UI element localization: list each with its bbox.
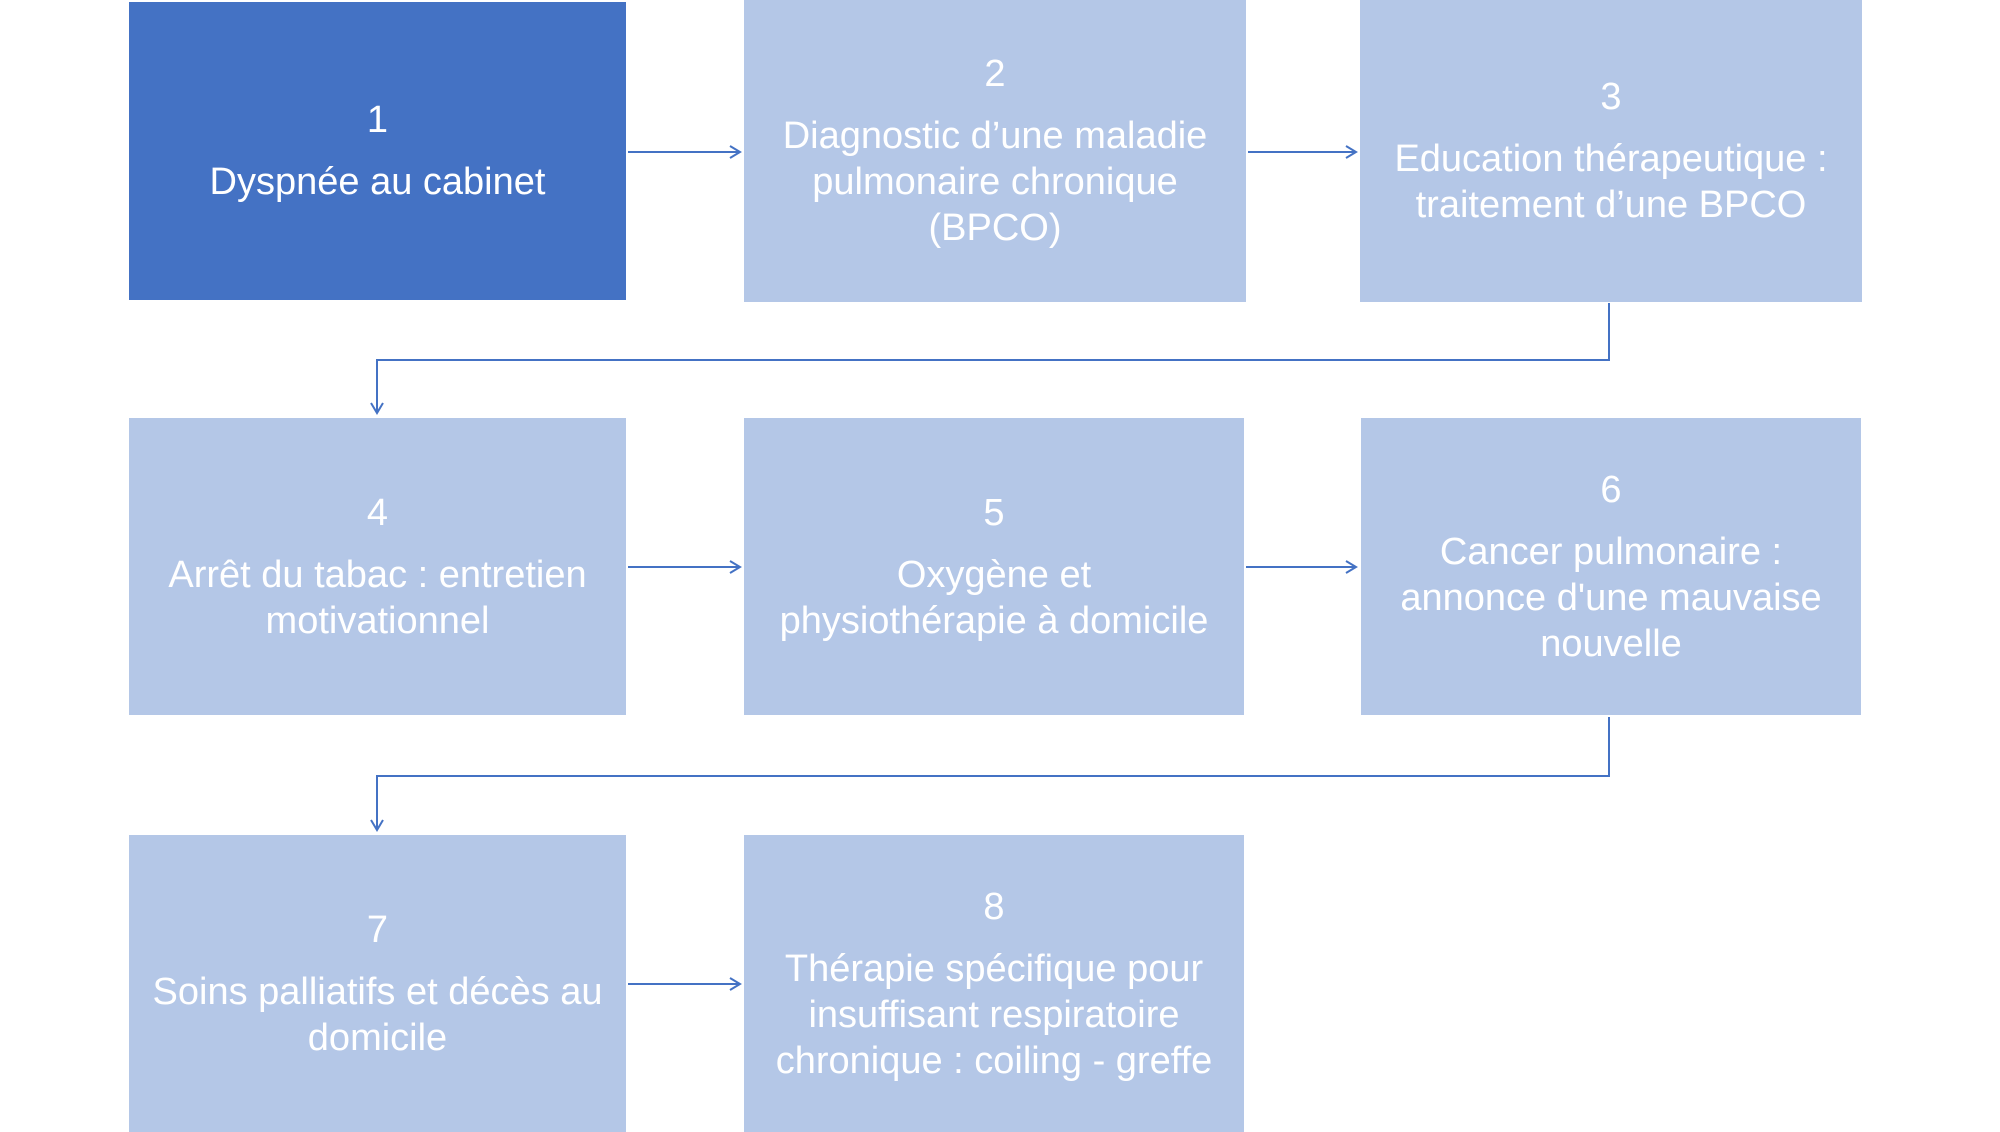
step-3-label: Education thérapeutique : traitement d’u… (1394, 138, 1828, 226)
step-4-number: 4 (366, 491, 389, 534)
step-6-box: 6 Cancer pulmonaire : annonce d'une mauv… (1361, 418, 1861, 715)
step-5-box: 5 Oxygène et physiothérapie à domicile (744, 418, 1244, 715)
step-1-box: 1 Dyspnée au cabinet (129, 2, 626, 300)
step-6-label: Cancer pulmonaire : annonce d'une mauvai… (1400, 530, 1822, 665)
step-5-number: 5 (983, 491, 1005, 534)
step-5-label: Oxygène et physiothérapie à domicile (779, 553, 1209, 642)
step-2-number: 2 (984, 53, 1006, 95)
step-8-box: 8 Thérapie spécifique pour insuffisant r… (744, 835, 1244, 1132)
arrow-3-to-4 (370, 303, 1610, 415)
step-3-box: 3 Education thérapeutique : traitement d… (1360, 0, 1862, 302)
arrow-6-to-7 (370, 717, 1610, 832)
step-3-number: 3 (1600, 76, 1622, 118)
step-7-number: 7 (366, 908, 389, 951)
step-2-box: 2 Diagnostic d’une maladie pulmonaire ch… (744, 0, 1246, 302)
step-4-label: Arrêt du tabac : entretien motivationnel (168, 553, 587, 642)
step-7-box: 7 Soins palliatifs et décès au domicile (129, 835, 626, 1132)
step-2-label: Diagnostic d’une maladie pulmonaire chro… (782, 115, 1208, 249)
step-1-number: 1 (366, 99, 389, 141)
step-8-label: Thérapie spécifique pour insuffisant res… (775, 947, 1213, 1082)
step-7-label: Soins palliatifs et décès au domicile (152, 970, 603, 1059)
step-4-box: 4 Arrêt du tabac : entretien motivationn… (129, 418, 626, 715)
step-1-label: Dyspnée au cabinet (209, 161, 546, 203)
step-6-number: 6 (1600, 468, 1622, 511)
step-8-number: 8 (983, 885, 1005, 928)
